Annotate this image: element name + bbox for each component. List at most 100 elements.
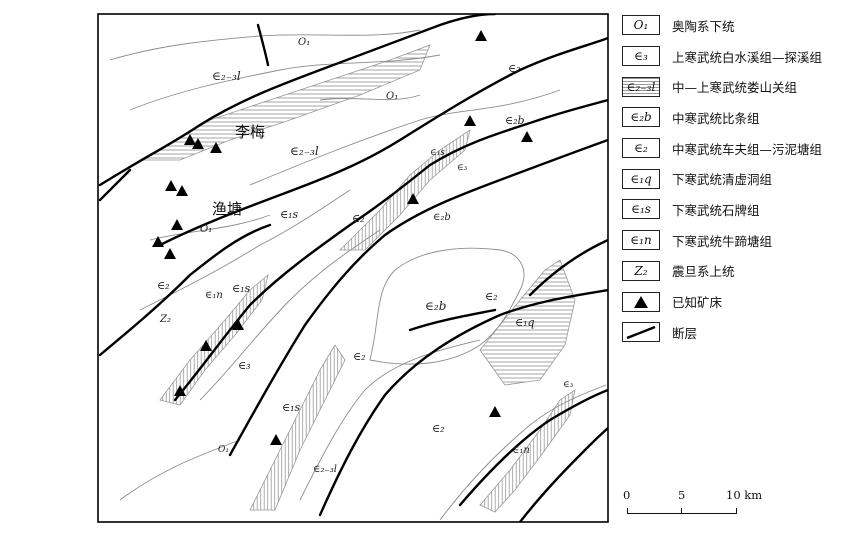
legend-label: 上寒武统白水溪组—探溪组 [672,49,823,65]
legend-symbol: ∈₂b [622,107,660,128]
legend-symbol: O₁ [622,15,660,36]
legend-row: ∈₂b 中寒武统比条组 [622,102,847,133]
unit-label-u9: O₁ [200,224,212,235]
legend-row: ∈₁n 下寒武统牛蹄塘组 [622,225,847,256]
unit-label-u22: ∈₁s [282,401,301,414]
deposit-triangle-icon [171,219,183,230]
unit-label-u5: ∈₂b [505,114,525,127]
legend-row: 断层 [622,317,847,348]
unit-label-u4: ∈₂ [508,62,521,75]
deposit-triangle-icon [475,30,487,41]
legend-symbol [622,322,660,343]
legend-symbol: ∈₂₋₃l [622,76,660,97]
unit-label-u25: ∈₂ [432,422,445,435]
fault-11 [408,308,497,332]
legend-row: ∈₂₋₃l 中—上寒武统娄山关组 [622,71,847,102]
deposit-triangle-icon [270,434,282,445]
deposit-triangle-icon [152,236,164,247]
unit-label-u14: ∈₁n [205,290,223,301]
deposit-triangle-icon [164,248,176,259]
hatch-zone-east [479,259,576,386]
deposit-triangle-icon [232,319,244,330]
scale-tick-5: 5 [678,488,686,502]
deposit-triangle-icon [165,180,177,191]
legend-row: ∈₁q 下寒武统清虚洞组 [622,163,847,194]
scale-bar: 0 5 10 km [622,488,772,528]
unit-label-u12: ∈₂ [352,212,365,225]
deposit-triangle-icon [210,142,222,153]
hatch-zone-nw [138,44,431,161]
deposit-triangle-icon [184,134,196,145]
unit-label-u20: ∈₃ [238,359,251,372]
unit-label-u8: ∈₃ [457,163,468,173]
unit-label-u11: ∈₂b [433,212,451,223]
unit-label-u13: ∈₂ [157,279,170,292]
fault-9 [518,426,608,522]
legend-label: 下寒武统石牌组 [672,202,760,218]
place-label-limei: 李梅 [235,123,265,141]
deposit-triangle-icon [174,385,186,396]
unit-label-u7: ∈₁s [280,208,299,221]
legend-symbol: ∈₁q [622,168,660,189]
unit-label-u18: ∈₂ [485,290,498,303]
unit-label-u3: O₁ [386,91,398,102]
fault-3 [98,223,272,357]
deposit-triangle-icon [521,131,533,142]
legend-row: ∈₂ 中寒武统车夫组—污泥塘组 [622,133,847,164]
legend: O₁ 奥陶系下统 ∈₃ 上寒武统白水溪组—探溪组 ∈₂₋₃l 中—上寒武统娄山关组 ∈₂b 中… [622,10,847,348]
fault-5 [228,138,608,457]
legend-label: 中—上寒武统娄山关组 [672,80,798,96]
legend-symbol: ∈₃ [622,46,660,67]
fault-7 [528,238,608,297]
known-deposits [152,30,533,445]
deposit-triangle-icon [489,406,501,417]
legend-row: ∈₃ 上寒武统白水溪组—探溪组 [622,41,847,72]
unit-label-u26: ∈₁n [512,445,530,456]
place-label-yutang: 渔塘 [212,200,242,218]
unit-label-u10: ∈₁s [430,148,445,158]
fault-10 [98,168,132,202]
legend-row: O₁ 奥陶系下统 [622,10,847,41]
legend-symbol: ∈₁s [622,199,660,220]
legend-row: Z₂ 震旦系上统 [622,256,847,287]
hatch-zone-south [249,344,346,511]
unit-label-u6: ∈₂₋₃l [290,144,319,158]
legend-label: 奥陶系下统 [672,18,735,34]
unit-label-u27: ∈₃ [563,380,574,390]
unit-label-u23: O₁ [218,445,229,455]
legend-symbol: Z₂ [622,260,660,281]
legend-row: ∈₁s 下寒武统石牌组 [622,194,847,225]
legend-row: 已知矿床 [622,286,847,317]
legend-label: 中寒武统车夫组—污泥塘组 [672,141,823,157]
deposit-triangle-icon [464,115,476,126]
unit-label-u1: O₁ [298,37,310,48]
unit-label-u2: ∈₂₋₃l [212,69,241,83]
legend-symbol: ∈₁n [622,230,660,251]
unit-label-u17: ∈₂b [425,299,446,313]
legend-symbol: ∈₂ [622,138,660,159]
legend-symbol [622,291,660,312]
legend-label: 震旦系上统 [672,264,735,280]
unit-label-u19: ∈₁q [515,316,535,329]
unit-label-u16: Z₂ [159,314,171,325]
legend-label: 中寒武统比条组 [672,110,760,126]
map-frame [97,13,609,523]
fault-6 [318,288,608,517]
scale-tick-0: 0 [623,488,631,502]
fault-line-icon [626,326,656,340]
fault-8 [458,388,608,507]
fault-12 [256,23,270,67]
legend-label: 下寒武统清虚洞组 [672,172,773,188]
scale-tick-10: 10 km [726,488,763,502]
unit-label-u15: ∈₁s [232,282,251,295]
fault-1 [98,14,497,187]
legend-label: 断层 [672,325,698,341]
deposit-triangle-icon [407,193,419,204]
deposit-triangle-icon [176,185,188,196]
deposit-triangle-icon [192,138,204,149]
hatch-zone-central [339,129,471,251]
legend-label: 下寒武统牛蹄塘组 [672,233,773,249]
fault-2 [158,36,608,247]
deposit-triangle-icon [200,340,212,351]
